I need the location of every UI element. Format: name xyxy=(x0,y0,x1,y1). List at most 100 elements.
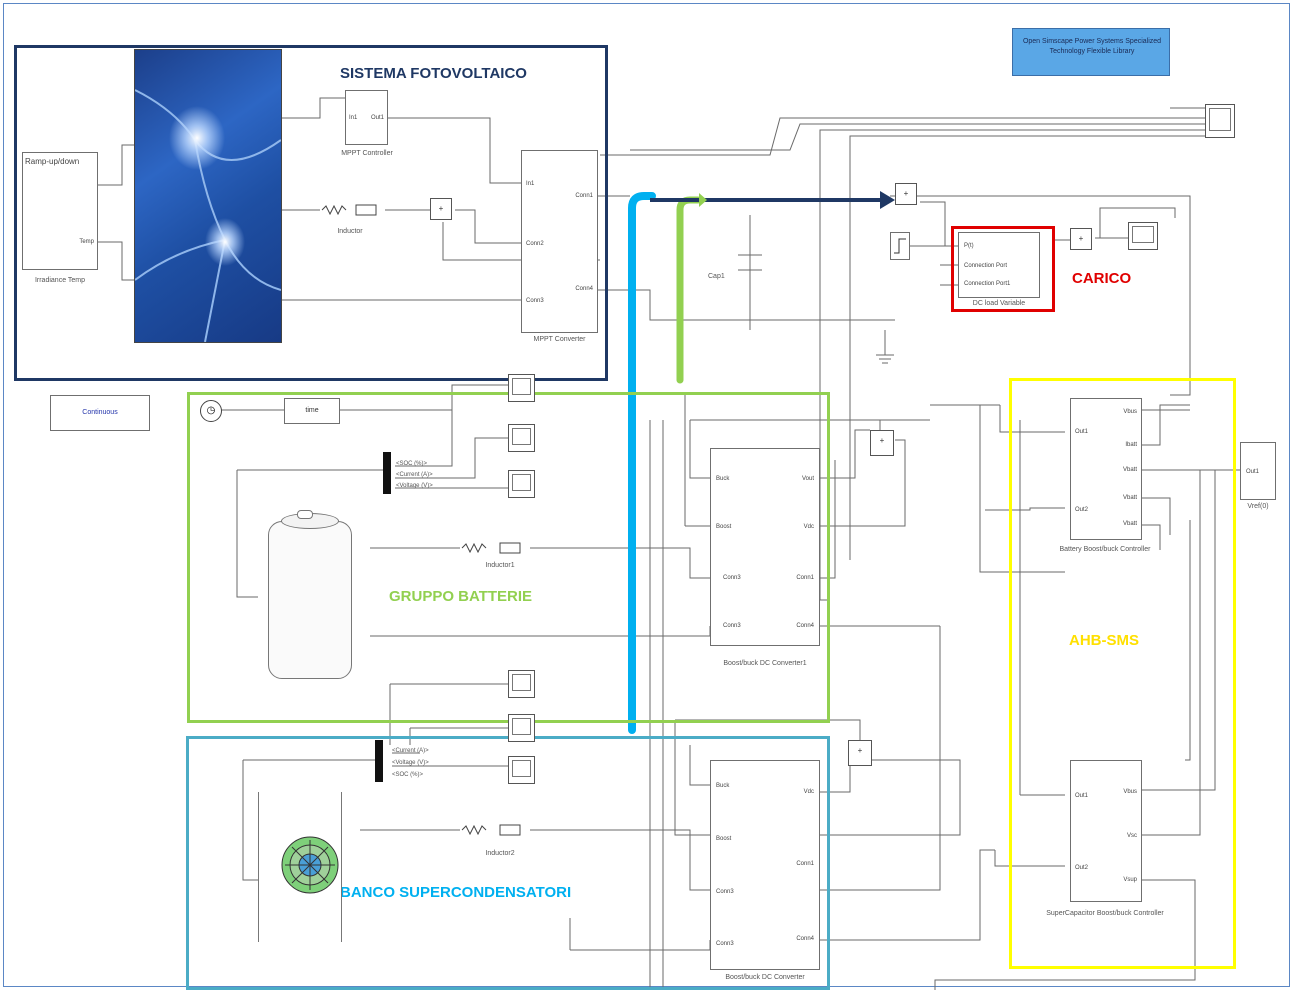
mppt-ctrl-out-port: Out1 xyxy=(370,115,384,121)
supercap-scope-1[interactable] xyxy=(508,670,535,698)
battery-controller-block[interactable]: Out1 Out2 Vbus Ibatt Vbatt Vbatt Vbatt xyxy=(1070,398,1142,540)
mppt-controller-block[interactable]: In1 Out1 xyxy=(345,90,388,145)
sctrl-vbus-port: Vbus xyxy=(1123,789,1137,795)
mppt-conv-in-port: In1 xyxy=(526,181,535,187)
bctrl-vbatt-port: Vbatt xyxy=(1122,467,1137,473)
bus-supercap-current: <Current (A)> xyxy=(392,748,429,754)
battery-scope-2[interactable] xyxy=(508,424,535,452)
bus-battery-voltage: <Voltage (V)> xyxy=(396,483,433,489)
load-sum-block[interactable]: + xyxy=(1070,228,1092,250)
dc-load-pt-port: P(t) xyxy=(964,243,974,249)
vref-out-port: Out1 xyxy=(1246,469,1260,475)
time-to-workspace-block[interactable]: time xyxy=(284,398,340,424)
mppt-converter-block[interactable]: In1 Conn2 Conn3 Conn1 Conn4 xyxy=(521,150,598,333)
vref-caption: Vref(0) xyxy=(1247,503,1269,510)
time-label: time xyxy=(305,407,319,414)
bus-supercap-voltage: <Voltage (V)> xyxy=(392,760,429,766)
mppt-conv-conn1-port: Conn1 xyxy=(575,193,593,199)
irradiance-temp-caption: Irradiance Temp xyxy=(34,277,86,284)
conv1-buck-port: Buck xyxy=(716,476,730,482)
cap-label: Cap1 xyxy=(708,273,725,280)
conv1-boost-port: Boost xyxy=(716,524,732,530)
pv-section-box xyxy=(14,45,608,381)
mppt-ctrl-in-port: In1 xyxy=(349,115,358,121)
info-library-text: Open Simscape Power Systems Specialized … xyxy=(1022,38,1162,55)
supercap-controller-block[interactable]: Out1 Out2 Vbus Vsc Vsup xyxy=(1070,760,1142,902)
load-section-box xyxy=(951,226,1055,312)
continuous-label: Continuous xyxy=(82,409,118,416)
ramp-title: Ramp-up/down xyxy=(25,157,80,166)
pv-section-label: SISTEMA FOTOVOLTAICO xyxy=(340,65,527,82)
conv1-vout-port: Vout xyxy=(801,476,814,482)
mppt-conv-conn4-port: Conn4 xyxy=(575,286,593,292)
supercap-scope-2[interactable] xyxy=(508,714,535,742)
pv-sum-block[interactable]: + xyxy=(430,198,452,220)
battery-scope-1[interactable] xyxy=(508,374,535,402)
info-library-block[interactable]: Open Simscape Power Systems Specialized … xyxy=(1012,28,1170,76)
battery-scope-3[interactable] xyxy=(508,470,535,498)
mppt-converter-caption: MPPT Converter xyxy=(533,336,586,343)
bctrl-vbatt2-port: Vbatt xyxy=(1122,495,1137,501)
vref-block[interactable]: Out1 xyxy=(1240,442,1276,500)
conv1-conn3-port: Conn3 xyxy=(723,575,741,581)
clock-icon: ◷ xyxy=(200,400,222,422)
battery-block[interactable] xyxy=(268,521,352,679)
inductor2-caption: Inductor2 xyxy=(485,850,515,857)
inductor1-caption: Inductor1 xyxy=(485,562,515,569)
bus-battery-current: <Current (A)> xyxy=(396,472,433,478)
bus-battery-soc: <SOC (%)> xyxy=(396,461,428,467)
top-scope-block[interactable] xyxy=(1205,104,1235,138)
mppt-conv-conn3-port: Conn3 xyxy=(526,298,544,304)
sms-section-label: AHB-SMS xyxy=(1069,632,1139,649)
sms-section-box xyxy=(1009,378,1236,969)
battery-controller-caption: Battery Boost/buck Controller xyxy=(1059,546,1151,553)
conv1-conn1-port: Conn1 xyxy=(796,575,814,581)
step-icon xyxy=(894,238,906,254)
ramp-block[interactable]: Ramp-up/down Temp xyxy=(22,152,98,270)
sctrl-out1-port: Out1 xyxy=(1075,793,1089,799)
continuous-block[interactable]: Continuous xyxy=(50,395,150,431)
bctrl-ibatt-port: Ibatt xyxy=(1125,442,1137,448)
supercap-controller-caption: SuperCapacitor Boost/buck Controller xyxy=(1046,910,1164,917)
conv1-conn3b-port: Conn3 xyxy=(723,623,741,629)
conv2-buck-port: Buck xyxy=(716,783,730,789)
sctrl-vsc-port: Vsc xyxy=(1126,833,1137,839)
bctrl-out2-port: Out2 xyxy=(1075,507,1089,513)
battery-section-label: GRUPPO BATTERIE xyxy=(389,588,533,605)
inductor-caption: Inductor xyxy=(337,228,363,235)
mppt-conv-conn2-port: Conn2 xyxy=(526,241,544,247)
sctrl-out2-port: Out2 xyxy=(1075,865,1089,871)
pv-panel-block[interactable] xyxy=(134,49,282,343)
dc-load-cp1-port: Connection Port1 xyxy=(964,281,1011,287)
converter1-caption: Boost/buck DC Converter1 xyxy=(723,660,807,667)
supercap-sum-block[interactable]: + xyxy=(848,740,872,766)
load-signal-block[interactable] xyxy=(890,232,910,260)
conv2-conn3-port: Conn3 xyxy=(716,889,734,895)
pv-panel-graphic xyxy=(135,89,281,342)
load-scope-block[interactable] xyxy=(1128,222,1158,250)
conv2-conn4-port: Conn4 xyxy=(796,936,814,942)
supercap-section-label: BANCO SUPERCONDENSATORI xyxy=(340,884,572,901)
bus-supercap-soc: <SOC (%)> xyxy=(392,772,424,778)
dc-load-caption: DC load Variable xyxy=(972,300,1026,307)
conv1-conn4-port: Conn4 xyxy=(796,623,814,629)
conv2-boost-port: Boost xyxy=(716,836,732,842)
battery-terminal xyxy=(297,510,313,519)
boost-buck-converter-block[interactable]: Buck Boost Conn3 Conn3 Vdc Conn1 Conn4 xyxy=(710,760,820,970)
dc-load-block[interactable]: P(t) Connection Port Connection Port1 xyxy=(958,232,1040,298)
supercapacitor-block[interactable] xyxy=(258,792,342,942)
bctrl-out1-port: Out1 xyxy=(1075,429,1089,435)
boost-buck-converter1-block[interactable]: Buck Boost Conn3 Conn3 Vout Vdc Conn1 Co… xyxy=(710,448,820,646)
conv1-vdc-port: Vdc xyxy=(803,524,814,530)
conv2-vdc-port: Vdc xyxy=(803,789,814,795)
bctrl-vbatt3-port: Vbatt xyxy=(1122,521,1137,527)
mppt-controller-caption: MPPT Controller xyxy=(341,150,393,157)
battery-sum-block[interactable]: + xyxy=(870,430,894,456)
load-section-label: CARICO xyxy=(1072,270,1132,287)
sctrl-vsup-port: Vsup xyxy=(1123,877,1137,883)
supercap-scope-3[interactable] xyxy=(508,756,535,784)
top-sum-block[interactable]: + xyxy=(895,183,917,205)
ramp-temp-port: Temp xyxy=(79,239,94,245)
